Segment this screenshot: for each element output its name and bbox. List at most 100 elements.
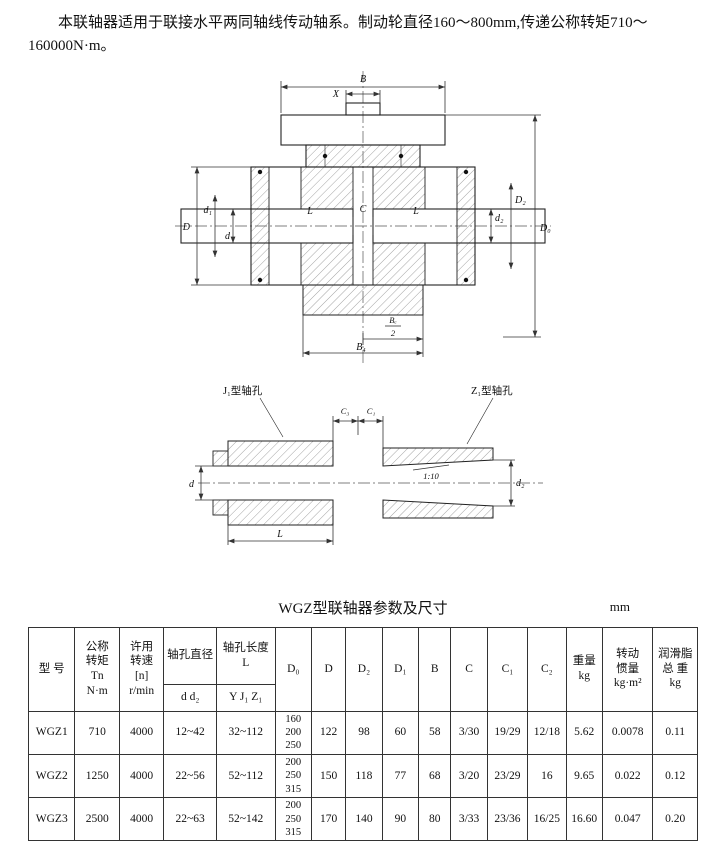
- table-cell: 9.65: [565, 753, 603, 799]
- header-weight: 重量 kg: [565, 626, 603, 712]
- dim-label-D2: D₂: [514, 195, 526, 206]
- table-cell: 710: [74, 710, 120, 755]
- detail-label-Z1: Z₁型轴孔: [471, 384, 513, 397]
- table-cell: 52~112: [215, 753, 276, 799]
- table-cell: 12/18: [527, 710, 567, 755]
- header-model: 型 号: [27, 626, 76, 712]
- table-cell: 0.12: [652, 753, 698, 799]
- dim-label-L-right: L: [412, 206, 419, 217]
- table-cell: 200 250 315: [274, 797, 312, 842]
- table-cell: 22~63: [163, 797, 217, 842]
- header-bore-diameter: 轴孔直径: [163, 626, 217, 685]
- table-cell: 22~56: [163, 753, 217, 799]
- table-unit-label: mm: [609, 598, 630, 614]
- detail-dim-d2: d₂: [516, 478, 525, 489]
- dim-label-D0: D₀: [539, 223, 551, 234]
- table-cell: 0.20: [652, 797, 698, 842]
- header-D: D: [310, 626, 347, 712]
- table-cell: 4000: [118, 797, 165, 842]
- detail-dim-C3: C₃: [341, 406, 350, 416]
- detail-views: J₁型轴孔 Z₁型轴孔 d L: [189, 384, 525, 545]
- table-cell: 2500: [74, 797, 120, 842]
- detail-dim-C1: C₁: [367, 406, 376, 416]
- table-cell: WGZ1: [27, 710, 76, 755]
- drawing-area: B X D d₁ d: [28, 63, 698, 573]
- header-D0: D₀: [274, 626, 312, 712]
- table-cell: 58: [418, 710, 452, 755]
- table-cell: 16/25: [527, 797, 567, 842]
- table-row: WGZ2 1250 4000 22~56 52~112 200 250 315 …: [27, 753, 698, 799]
- document-page: 本联轴器适用于联接水平两同轴线传动轴系。制动轮直径160～800mm,传递公称转…: [27, 15, 698, 842]
- table-cell: 3/33: [450, 797, 488, 842]
- brake-wheel: [280, 101, 446, 168]
- dim-label-Be-denominator: 2: [391, 328, 396, 338]
- table-cell: 0.022: [601, 753, 654, 799]
- coupling-drawing: B X D d₁ d: [175, 70, 551, 545]
- dim-label-d: d: [225, 231, 231, 242]
- z1-bore-detail: 1:10 d₂: [382, 447, 525, 518]
- header-C: C: [450, 626, 488, 712]
- header-B: B: [418, 626, 452, 712]
- table-cell: 23/36: [486, 797, 529, 842]
- dim-label-L-left: L: [306, 206, 313, 217]
- coupling-body: [180, 165, 546, 315]
- intro-paragraph: 本联轴器适用于联接水平两同轴线传动轴系。制动轮直径160～800mm,传递公称转…: [28, 15, 648, 55]
- table-row: WGZ3 2500 4000 22~63 52~142 200 250 315 …: [27, 797, 698, 842]
- table-cell: 160 200 250: [274, 710, 312, 755]
- header-grease: 润滑脂 总 重 kg: [652, 626, 698, 712]
- header-speed: 许用 转速 [n] r/min: [118, 626, 165, 712]
- dim-label-B: B: [360, 74, 366, 85]
- table-cell: 12~42: [163, 710, 217, 755]
- header-D1: D₁: [381, 626, 420, 712]
- dim-label-B4: B₄: [356, 342, 366, 353]
- table-cell: 5.62: [565, 710, 603, 755]
- dim-label-Be: Bₑ: [389, 315, 396, 325]
- header-D2: D₂: [345, 626, 383, 712]
- table-cell: 68: [418, 753, 452, 799]
- header-bore-length: 轴孔长度 L: [215, 626, 276, 685]
- header-C1: C₁: [486, 626, 529, 712]
- detail-taper-label: 1:10: [423, 471, 439, 481]
- table-cell: 16.60: [565, 797, 603, 842]
- table-cell: 0.047: [601, 797, 654, 842]
- table-cell: 3/30: [450, 710, 488, 755]
- dim-label-d1: d₁: [204, 205, 212, 216]
- dim-label-X: X: [332, 89, 340, 100]
- table-cell: 77: [381, 753, 420, 799]
- table-cell: 98: [345, 710, 383, 755]
- table-cell: WGZ2: [27, 753, 76, 799]
- table-cell: 52~142: [215, 797, 276, 842]
- header-inertia: 转动 惯量 kg·m²: [601, 626, 654, 712]
- detail-label-J1: J₁型轴孔: [223, 384, 263, 397]
- table-cell: 170: [310, 797, 347, 842]
- table-cell: 23/29: [486, 753, 529, 799]
- table-cell: 0.11: [652, 710, 698, 755]
- table-cell: 140: [345, 797, 383, 842]
- table-cell: 32~112: [215, 710, 276, 755]
- header-C2: C₂: [527, 626, 567, 712]
- table-cell: 118: [345, 753, 383, 799]
- table-cell: 60: [381, 710, 420, 755]
- table-cell: 4000: [118, 753, 165, 799]
- dim-label-C: C: [360, 204, 367, 215]
- table-cell: 122: [310, 710, 347, 755]
- table-cell: 80: [418, 797, 452, 842]
- detail-dim-L: L: [276, 529, 283, 540]
- header-torque: 公称 转矩 Tn N·m: [74, 626, 120, 712]
- table-title: WGZ型联轴器参数及尺寸: [278, 600, 448, 617]
- header-row-1: 型 号 公称 转矩 Tn N·m 许用 转速 [n] r/min 轴孔直径 轴孔…: [27, 626, 698, 712]
- table-cell: 1250: [74, 753, 120, 799]
- parameters-table: 型 号 公称 转矩 Tn N·m 许用 转速 [n] r/min 轴孔直径 轴孔…: [27, 626, 698, 842]
- j1-bore-detail: d L: [189, 440, 334, 545]
- table-cell: 200 250 315: [274, 753, 312, 799]
- header-bore-diameter-sub: d d₂: [163, 683, 217, 712]
- table-cell: 16: [527, 753, 567, 799]
- table-row: WGZ1 710 4000 12~42 32~112 160 200 250 1…: [27, 710, 698, 755]
- table-cell: 150: [310, 753, 347, 799]
- table-cell: WGZ3: [27, 797, 76, 842]
- table-cell: 19/29: [486, 710, 529, 755]
- table-title-row: WGZ型联轴器参数及尺寸 mm: [28, 597, 698, 618]
- dimension-annotations: B X D d₁ d: [182, 74, 551, 357]
- dim-label-D: D: [182, 222, 191, 233]
- table-cell: 0.0078: [601, 710, 654, 755]
